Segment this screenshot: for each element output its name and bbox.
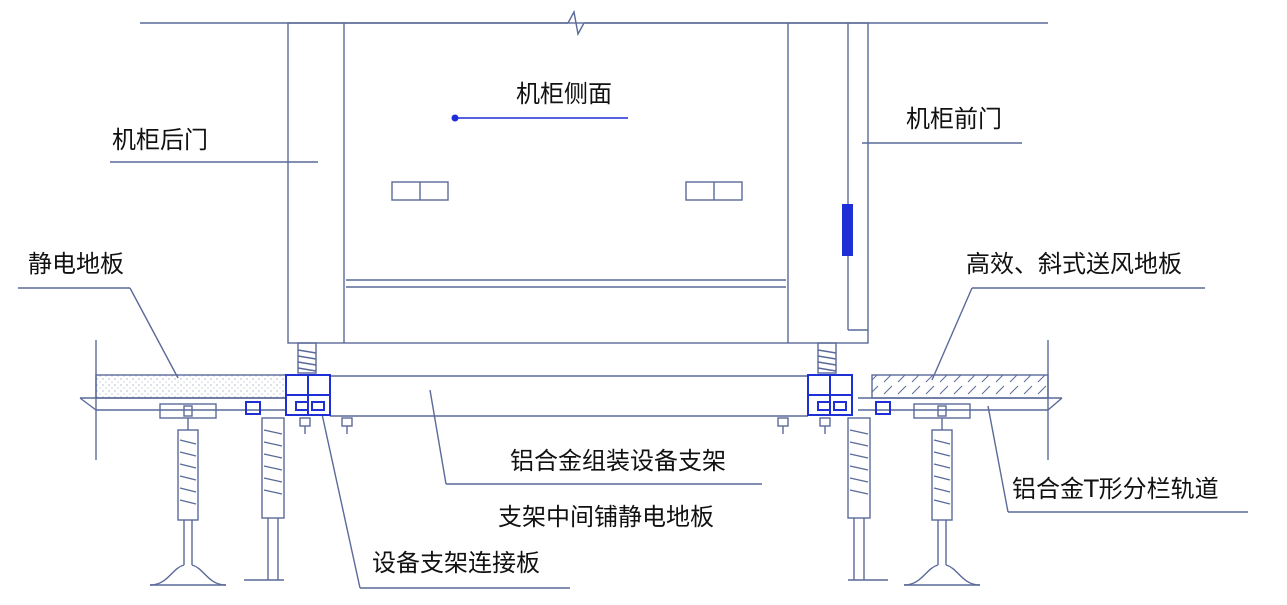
label-antistatic-floor: 静电地板	[28, 250, 124, 278]
aluminum-support-left	[245, 374, 331, 416]
label-cabinet-rear-door: 机柜后门	[112, 126, 208, 154]
cabinet-side-marker	[451, 114, 459, 122]
cabinet-body	[287, 22, 869, 344]
label-aluminum-support: 铝合金组装设备支架	[510, 447, 726, 475]
leader-lines	[18, 117, 1248, 589]
vent-floor-right	[858, 374, 1063, 411]
pedestal-2	[244, 417, 285, 581]
label-cabinet-side: 机柜侧面	[516, 80, 612, 108]
aluminum-support-right	[807, 374, 891, 416]
label-middle-floor: 支架中间铺静电地板	[498, 503, 714, 531]
cabinet-handle-left	[391, 181, 449, 201]
bolts	[299, 417, 831, 434]
label-efficient-vent-floor: 高效、斜式送风地板	[966, 250, 1182, 278]
label-aluminum-t-rail: 铝合金T形分栏轨道	[1012, 475, 1219, 503]
pedestal-4	[903, 403, 981, 586]
cabinet-handle-right	[685, 181, 743, 201]
label-cabinet-front-door: 机柜前门	[906, 105, 1002, 133]
cabinet-foot-left	[297, 342, 317, 374]
pedestal-3	[847, 417, 888, 581]
cabinet-foot-right	[817, 342, 837, 374]
antistatic-floor-left	[79, 374, 287, 411]
pedestal-1	[149, 403, 227, 586]
support-middle-floor	[330, 375, 808, 417]
front-door-hinge	[842, 204, 853, 256]
label-support-connector: 设备支架连接板	[372, 549, 540, 577]
